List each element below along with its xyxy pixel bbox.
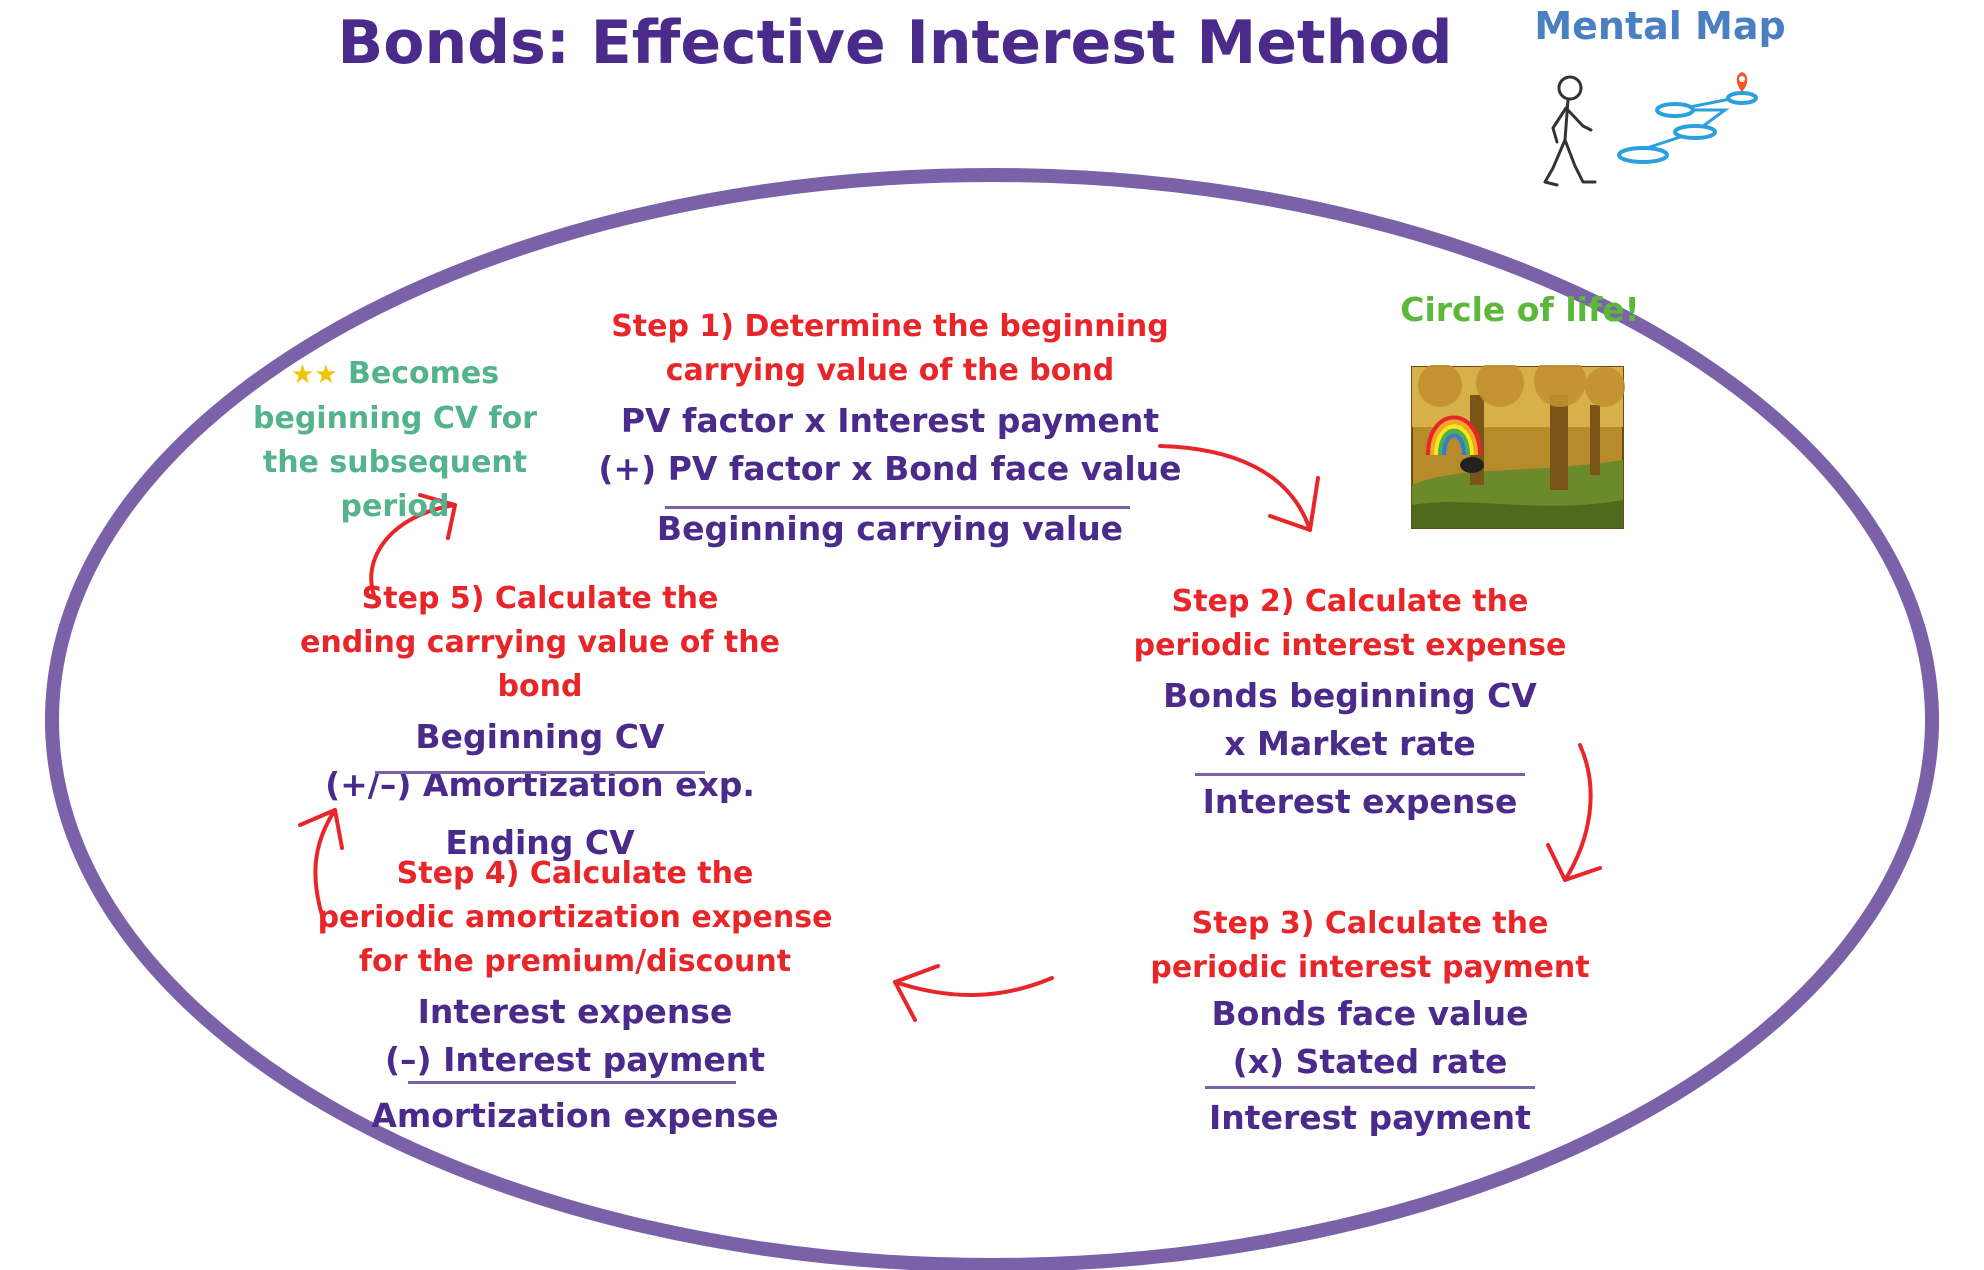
step-2-heading-line-2: periodic interest expense [1133, 628, 1567, 663]
step-2-formula-line-2: x Market rate [1224, 724, 1476, 763]
arrow-step3-to-step4-head [893, 964, 940, 1022]
step-1: Step 1) Determine the beginning carrying… [590, 305, 1190, 553]
step-5: Step 5) Calculate the ending carrying va… [270, 577, 810, 867]
step-2-formula-line-1: Bonds beginning CV [1163, 676, 1537, 715]
step-4-heading-line-2: periodic amortization expense [317, 900, 833, 935]
arrow-step1-to-step2 [1158, 444, 1312, 532]
step-5-heading-line-2: ending carrying value of the bond [300, 625, 780, 704]
arrow-step2-to-step3-head [1546, 843, 1602, 882]
step-2-divider [1195, 773, 1525, 776]
step-3-result: Interest payment [1209, 1098, 1531, 1137]
note-line-1: ★★ Becomes [290, 356, 500, 391]
step-4-divider [408, 1081, 736, 1084]
step-1-formula-line-1: PV factor x Interest payment [620, 401, 1160, 440]
arrow-step4-to-step5 [313, 808, 337, 927]
step-3-heading-line-1: Step 3) Calculate the [1191, 906, 1549, 941]
step-1-heading-line-1: Step 1) Determine the beginning [611, 309, 1169, 344]
step-4-result: Amortization expense [371, 1096, 779, 1135]
step-5-result: Ending CV [445, 823, 635, 862]
arrow-step2-to-step3 [1563, 743, 1593, 882]
circle-of-life-label: Circle of life! [1400, 290, 1640, 329]
step-2-result: Interest expense [1202, 782, 1518, 821]
step-3: Step 3) Calculate the periodic interest … [1140, 902, 1600, 1142]
step-1-result: Beginning carrying value [656, 509, 1124, 548]
note-becomes-beginning-cv: ★★ Becomes beginning CV for the subseque… [210, 352, 580, 529]
step-4-heading-line-1: Step 4) Calculate the [396, 856, 754, 891]
step-4-heading-line-3: for the premium/discount [358, 944, 792, 979]
step-4: Step 4) Calculate the periodic amortizat… [315, 852, 835, 1140]
step-5-divider [375, 771, 705, 774]
step-2-heading-line-1: Step 2) Calculate the [1171, 584, 1529, 619]
step-3-formula-line-2: (x) Stated rate [1232, 1042, 1508, 1081]
step-5-formula-line-1: Beginning CV [415, 717, 665, 756]
step-1-divider [665, 506, 1130, 509]
arrow-step4-to-step5-head [298, 808, 344, 850]
forest-rainbow-illustration [1411, 365, 1625, 529]
note-line-3: the subsequent period [262, 445, 528, 524]
step-3-divider [1205, 1086, 1535, 1089]
note-line-2: beginning CV for [253, 401, 537, 436]
page-title: Bonds: Effective Interest Method [337, 8, 1453, 78]
step-1-formula-line-2: (+) PV factor x Bond face value [598, 449, 1182, 488]
step-1-heading-line-2: carrying value of the bond [665, 353, 1115, 388]
arrow-step1-to-step2-head [1268, 476, 1320, 532]
step-4-formula-line-2: (–) Interest payment [384, 1040, 766, 1079]
step-3-formula-line-1: Bonds face value [1211, 994, 1529, 1033]
star-icon: ★★ [290, 360, 338, 390]
step-5-heading-line-1: Step 5) Calculate the [361, 581, 719, 616]
mental-map-walker-icon [1543, 72, 1758, 187]
arrow-step5-to-note [369, 503, 457, 600]
arrow-step5-to-note-head [418, 493, 457, 540]
mental-map-label: Mental Map [1534, 4, 1786, 48]
arrow-step3-to-step4 [893, 976, 1054, 998]
step-4-formula-line-1: Interest expense [417, 992, 733, 1031]
step-3-heading-line-2: periodic interest payment [1150, 950, 1590, 985]
step-2: Step 2) Calculate the periodic interest … [1110, 580, 1590, 826]
step-5-formula-line-2: (+/–) Amortization exp. [325, 765, 755, 804]
